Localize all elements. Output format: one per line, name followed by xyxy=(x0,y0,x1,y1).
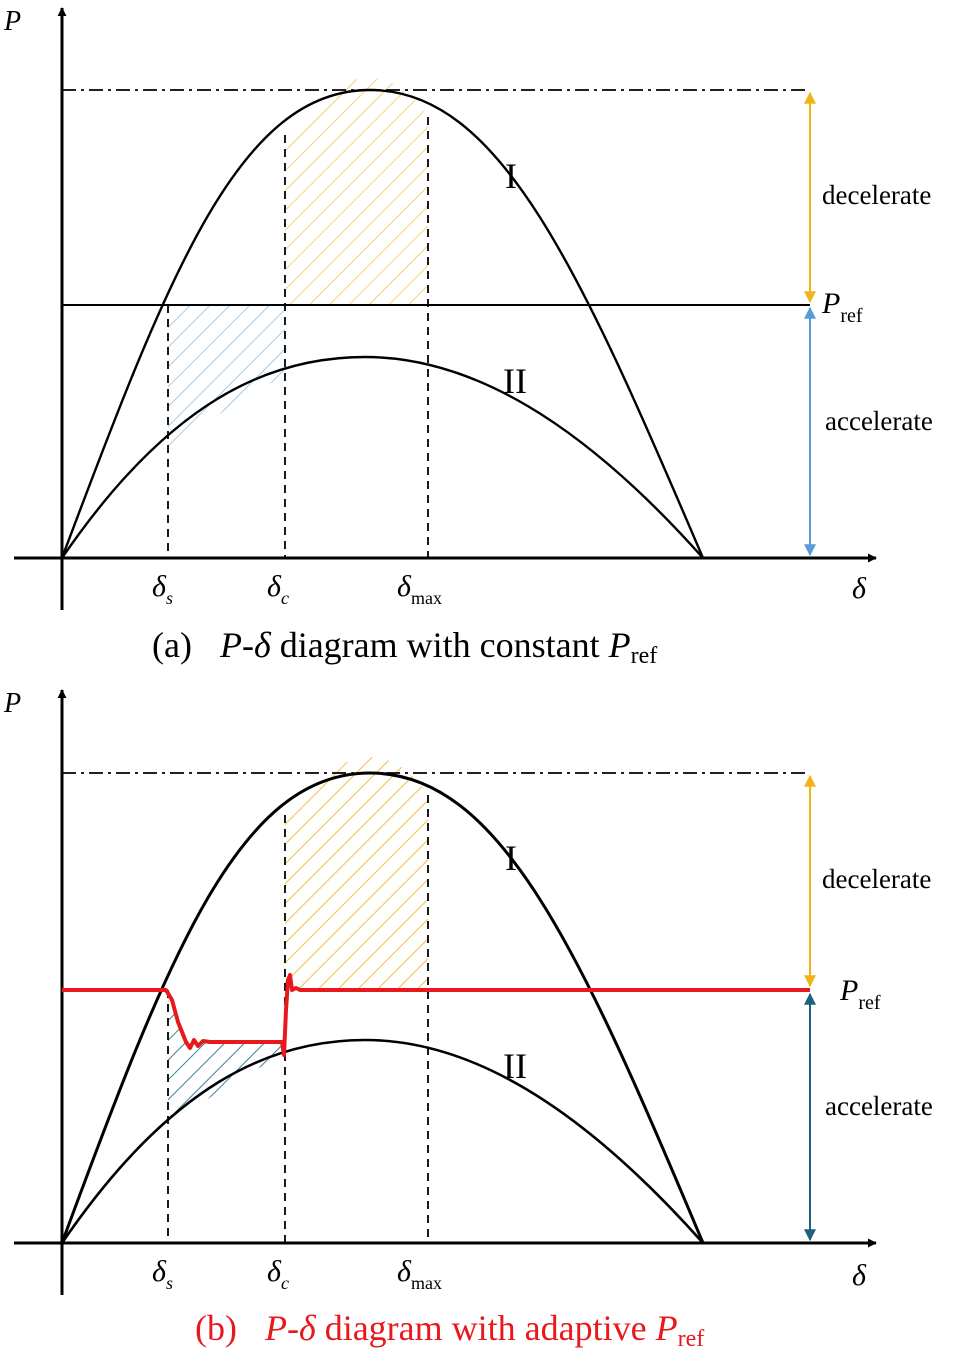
tick-label-delta-max-b: δmax xyxy=(397,1255,442,1293)
caption-b: (b)P-δ diagram with adaptive Pref xyxy=(195,1308,704,1350)
accelerate-label-b: accelerate xyxy=(825,1091,933,1121)
x-axis-label-b: δ xyxy=(852,1259,867,1292)
curve-I-b xyxy=(60,771,705,1244)
tick-label-delta-s-b: δs xyxy=(152,1255,173,1293)
decelerating-area-b xyxy=(285,756,428,990)
panel-b: P δ I II decelerate accelerate Pref δs δ… xyxy=(3,688,933,1350)
curve-label-II-a: II xyxy=(503,361,527,401)
caption-a: (a)P-δ diagram with constant Pref xyxy=(152,625,657,669)
curve-label-II-b: II xyxy=(503,1046,527,1086)
tick-label-delta-c-b: δc xyxy=(267,1255,289,1293)
adaptive-pref-line-b xyxy=(62,973,810,1057)
decelerate-label-b: decelerate xyxy=(822,864,931,894)
accelerate-label-a: accelerate xyxy=(825,406,933,436)
tick-label-delta-s-a: δs xyxy=(152,570,173,608)
curve-label-I-a: I xyxy=(505,156,517,196)
accelerating-area-a xyxy=(168,305,285,448)
tick-label-delta-max-a: δmax xyxy=(397,570,442,608)
y-axis-label-a: P xyxy=(3,6,21,37)
curve-II-a xyxy=(61,355,704,559)
pref-label-a: Pref xyxy=(821,287,863,327)
y-axis-label-b: P xyxy=(3,688,21,719)
accelerating-area-b xyxy=(168,1000,285,1130)
curve-label-I-b: I xyxy=(505,838,517,878)
decelerate-label-a: decelerate xyxy=(822,180,931,210)
tick-label-delta-c-a: δc xyxy=(267,570,289,608)
panel-a: P δ I II decelerate accelerate Pref δs δ… xyxy=(3,6,933,669)
decelerating-area-a xyxy=(285,77,428,305)
x-axis-label-a: δ xyxy=(852,572,867,605)
pref-label-b: Pref xyxy=(839,974,881,1014)
curve-I-a xyxy=(60,88,705,559)
curve-II-b xyxy=(60,1038,704,1244)
